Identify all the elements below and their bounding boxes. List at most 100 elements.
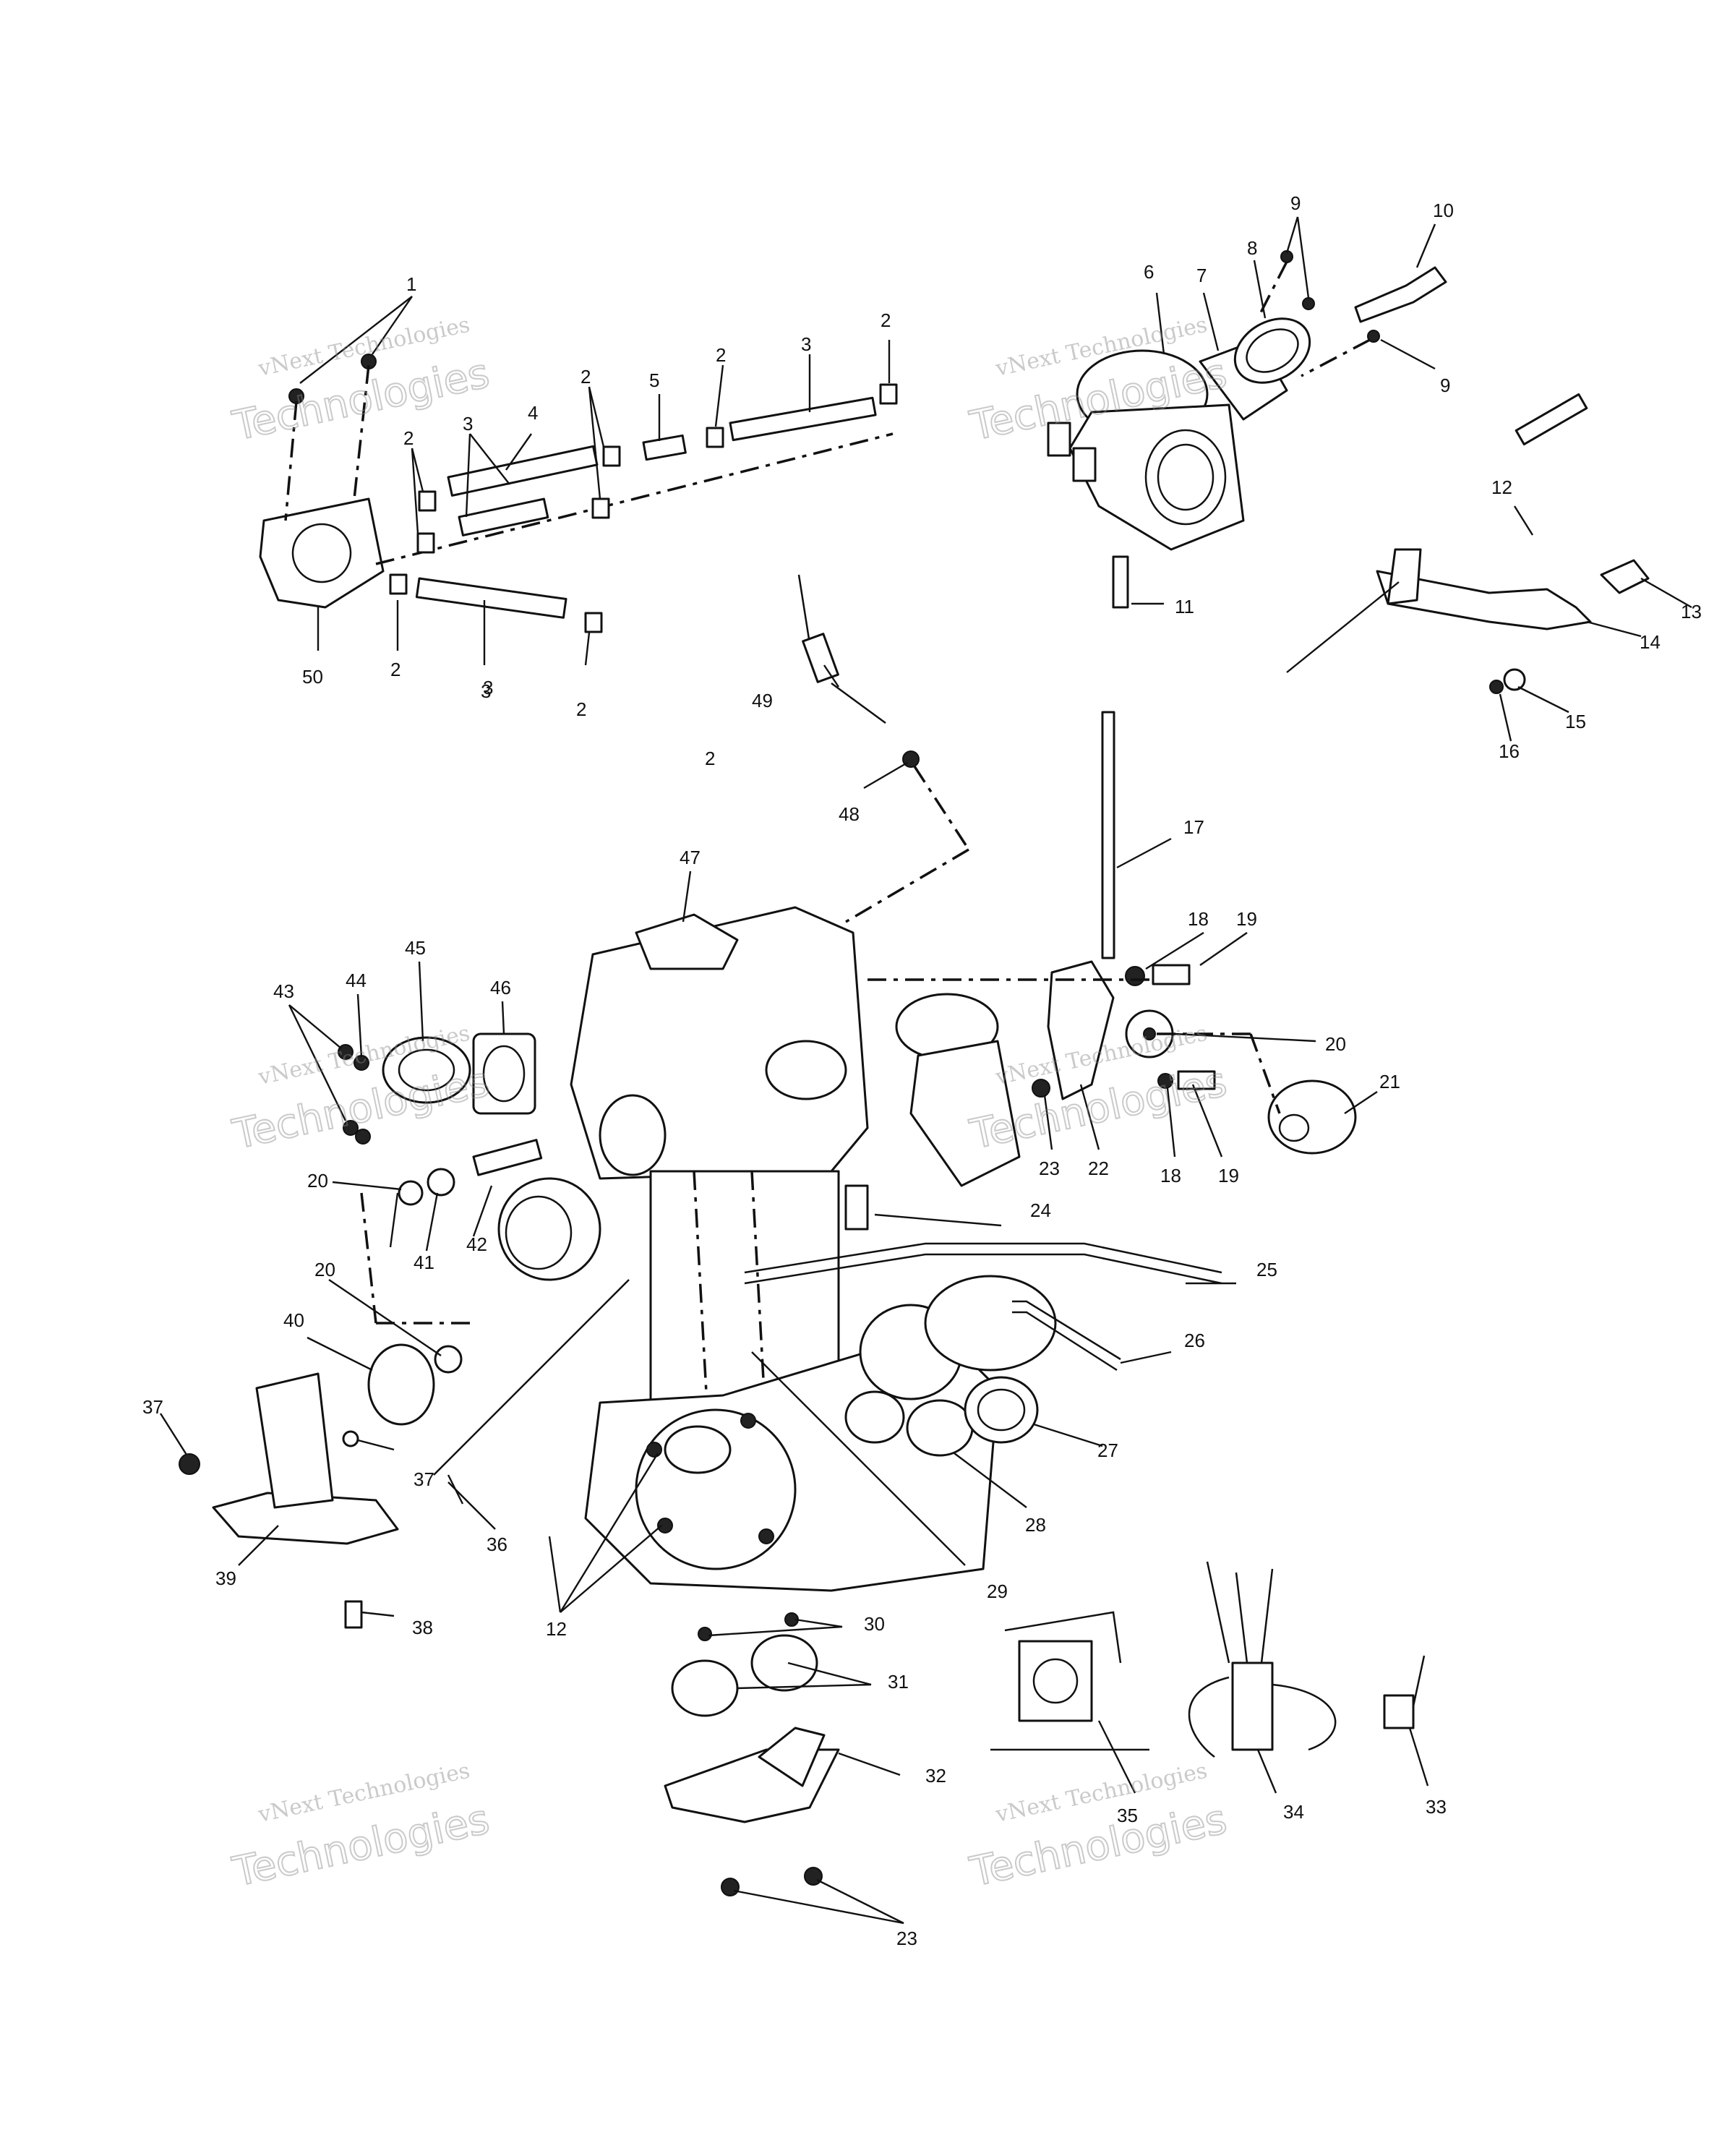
callout-label: 47: [680, 847, 701, 868]
callout-label: 29: [987, 1580, 1008, 1602]
hose-clamp: [584, 612, 603, 633]
fitting-24: [844, 1184, 869, 1231]
hose-26: [1012, 1300, 1121, 1361]
washer-20: [398, 1180, 424, 1206]
cdi-box-34: [1231, 1661, 1274, 1751]
callout-label: 43: [273, 980, 294, 1002]
engine-intake-left: [599, 1094, 667, 1176]
callout-label: 36: [487, 1533, 507, 1555]
mount-upright-39: [255, 1372, 334, 1509]
fuel-pump-body: [259, 497, 385, 609]
hose-clamp: [591, 497, 610, 519]
bolt-9: [1367, 330, 1380, 343]
sensor-13: [1600, 559, 1650, 594]
carburetor-mount: [909, 1040, 1021, 1187]
nut-23: [804, 1867, 823, 1886]
rubber-mount-40: [367, 1343, 435, 1426]
lower-mount: [664, 1612, 840, 1896]
callout-label: 30: [864, 1613, 885, 1635]
callout-label: 40: [283, 1309, 304, 1331]
callout-label: 25: [1256, 1259, 1277, 1280]
callout-label: 19: [1218, 1165, 1239, 1186]
nut-23: [1032, 1079, 1050, 1098]
callout-label: 4: [528, 402, 538, 424]
regulator-35: [1018, 1640, 1093, 1722]
callout-label: 9: [1290, 192, 1301, 214]
carburetor-flange-8: [1233, 317, 1311, 384]
washer-44: [355, 1129, 371, 1145]
callout-label: 32: [925, 1765, 946, 1787]
relay-33: [1383, 1694, 1415, 1729]
callout-label: 9: [1440, 375, 1450, 396]
engine-cover-top: [635, 913, 739, 970]
carburetor-assembly: [1047, 250, 1447, 609]
callout-label: 3: [463, 413, 473, 435]
callout-label: 5: [649, 369, 659, 391]
exhaust-port-28: [844, 1390, 905, 1444]
callout-label: 2: [576, 698, 586, 720]
callout-label: 11: [1175, 596, 1194, 617]
intake-assembly-left: [338, 1032, 536, 1145]
callout-label: 19: [1236, 908, 1257, 930]
fuel-line-3: [415, 577, 567, 619]
callout-label: 12: [546, 1618, 567, 1640]
callout-label: 26: [1184, 1330, 1205, 1351]
bolt-19: [1152, 964, 1191, 985]
rubber-isolator-31: [750, 1634, 818, 1692]
watermark: vNext Technologies Technologies: [965, 1758, 1231, 1897]
carburetor-screw: [1047, 422, 1071, 457]
callout-label: 24: [1030, 1199, 1051, 1221]
bolt-42: [472, 1139, 543, 1176]
callout-label: 41: [414, 1252, 434, 1273]
engine-mount-left: [179, 1139, 630, 1629]
callout-label: 10: [1433, 200, 1454, 221]
nut-37: [179, 1453, 200, 1475]
callout-label: 15: [1565, 711, 1586, 732]
callout-label: 37: [142, 1396, 163, 1418]
rod-17: [1101, 711, 1115, 959]
bolt-19: [1177, 1070, 1216, 1090]
callout-label: 50: [302, 666, 323, 688]
callout-label: 3: [483, 677, 493, 698]
callout-label: 27: [1097, 1440, 1118, 1461]
callout-label: 37: [414, 1468, 434, 1490]
leader-lines: [159, 216, 1692, 1925]
callout-label: 2: [705, 748, 715, 769]
washer-15: [1503, 668, 1526, 691]
callout-label: 6: [1144, 261, 1154, 283]
callout-label: 35: [1117, 1805, 1138, 1826]
callout-label: 42: [466, 1233, 487, 1255]
callout-label: 18: [1188, 908, 1209, 930]
callout-labels: 1 2 2 2 2 2 2 2 3 3 3 3 4 5 6 7 8 9 9 10…: [142, 192, 1702, 1949]
callout-label: 17: [1183, 816, 1204, 838]
callout-label: 23: [1039, 1158, 1060, 1179]
nut-43: [343, 1120, 359, 1136]
callout-label: 23: [896, 1928, 917, 1949]
hose-25: [744, 1242, 1222, 1274]
callout-label: 3: [481, 680, 491, 702]
drain-fitting-11: [1112, 555, 1129, 609]
callout-label: 22: [1088, 1158, 1109, 1179]
engine-recoil-handle: [664, 1425, 732, 1474]
bolt-38: [344, 1600, 363, 1629]
mount-bracket-tab: [1387, 548, 1422, 605]
callout-label: 2: [716, 344, 726, 366]
engine-block: [497, 906, 1057, 1592]
carburetor-screw: [1072, 447, 1097, 482]
watermark: vNext Technologies Technologies: [228, 1758, 494, 1897]
oil-filter: [497, 1177, 601, 1281]
nut-37: [342, 1430, 359, 1447]
callout-label: 3: [801, 333, 811, 355]
callout-label: 38: [412, 1617, 433, 1638]
fuel-line-3: [447, 445, 599, 497]
hose-clamp: [602, 445, 621, 467]
washer-18: [1157, 1073, 1173, 1089]
callout-label: 7: [1196, 265, 1207, 286]
mount-bracket-32-tab: [758, 1727, 826, 1787]
callout-label: 31: [888, 1671, 909, 1693]
intake-manifold-45: [382, 1036, 471, 1104]
callout-label: 12: [1491, 476, 1512, 498]
callout-label: 33: [1426, 1796, 1447, 1818]
